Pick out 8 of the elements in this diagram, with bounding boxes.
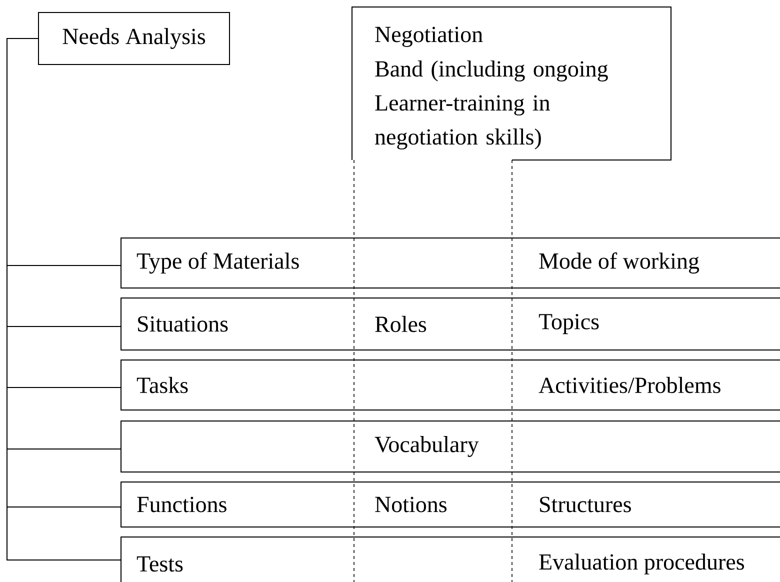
row-box: Tasks Activities/Problems [120,360,780,410]
row-box: Tests Evaluation procedures [120,536,780,582]
row-box: Functions Notions Structures [120,482,780,528]
row-box: Type of Materials Mode of working [120,238,780,288]
row-box: Situations Roles Topics [120,298,780,350]
band-box: Negotiation Band (including ongoing Learner-training in negotiation skills) [352,6,672,160]
process-box: Needs Analysis [38,12,230,65]
row-box: Vocabulary [120,420,780,472]
